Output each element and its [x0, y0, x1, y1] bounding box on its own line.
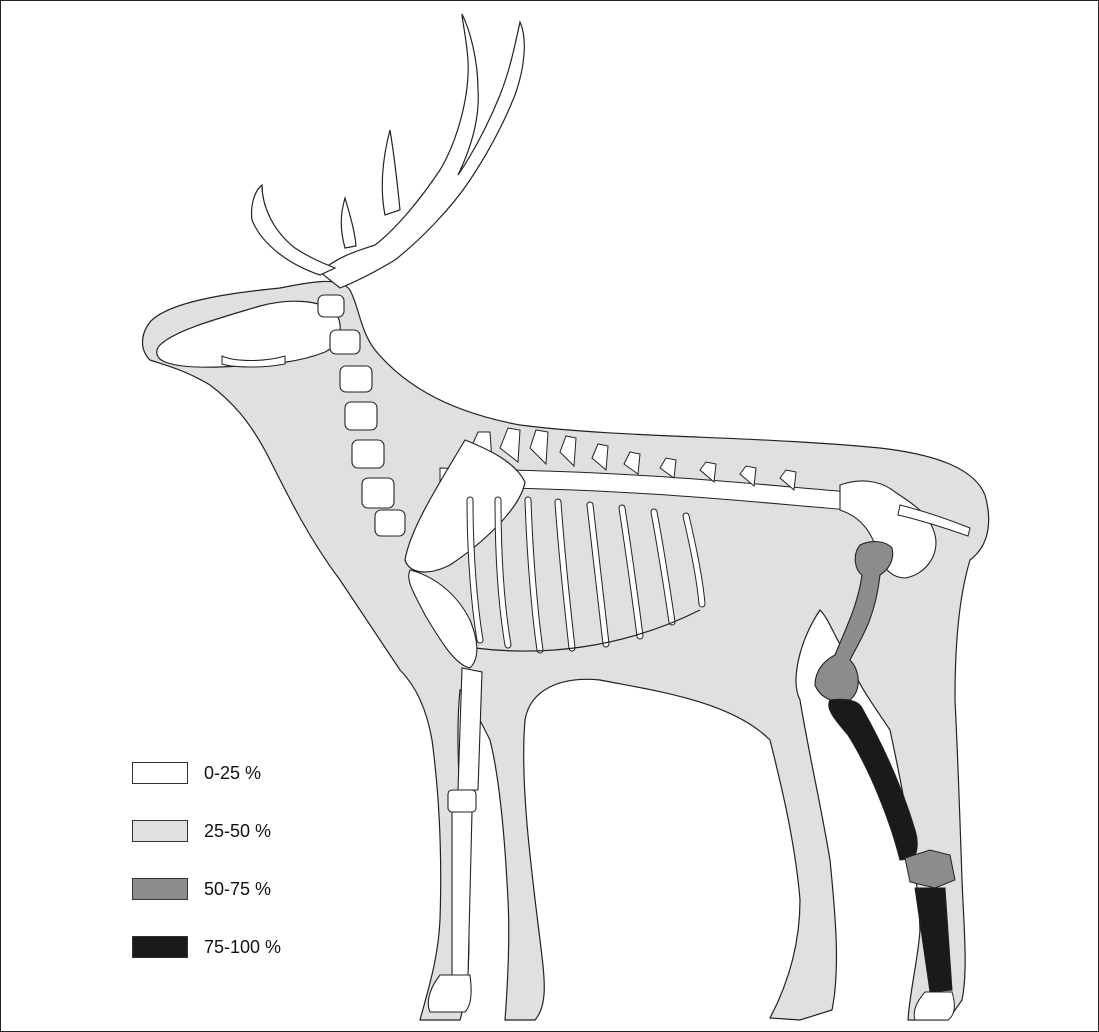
legend-swatch — [132, 878, 188, 900]
legend-swatch — [132, 936, 188, 958]
legend-label: 75-100 % — [204, 937, 281, 958]
legend-label: 25-50 % — [204, 821, 271, 842]
legend-item: 0-25 % — [132, 760, 281, 786]
antler-brow-tine — [252, 185, 335, 275]
antler-tine-1 — [382, 130, 400, 215]
antler-tine-2 — [341, 198, 356, 248]
legend-item: 50-75 % — [132, 876, 281, 902]
legend-swatch — [132, 820, 188, 842]
legend-item: 25-50 % — [132, 818, 281, 844]
legend: 0-25 % 25-50 % 50-75 % 75-100 % — [132, 760, 281, 992]
legend-label: 0-25 % — [204, 763, 261, 784]
legend-label: 50-75 % — [204, 879, 271, 900]
hock-bones — [905, 850, 955, 888]
legend-swatch — [132, 762, 188, 784]
legend-item: 75-100 % — [132, 934, 281, 960]
